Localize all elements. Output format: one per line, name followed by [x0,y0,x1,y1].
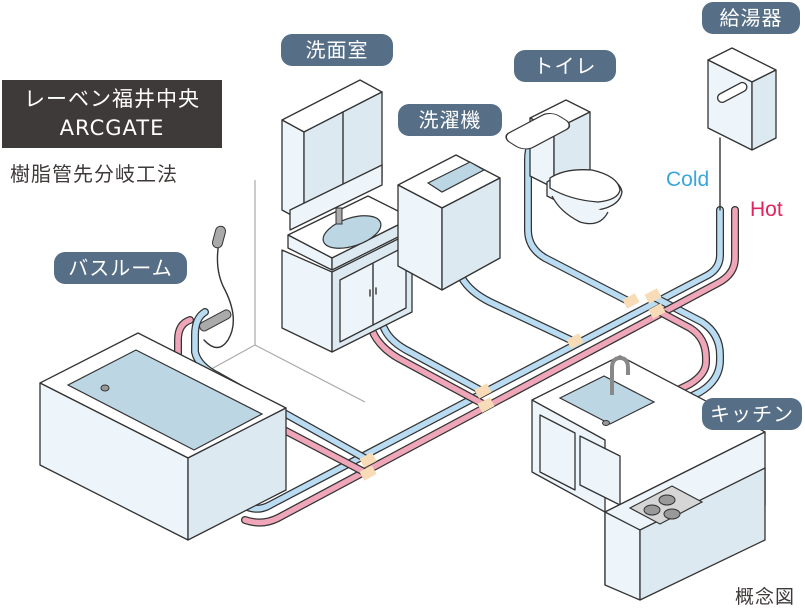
label-washroom: 洗面室 [281,34,393,66]
washing-machine [397,113,571,291]
kitchen-counter [531,355,766,601]
project-title-box: レーベン福井中央 ARCGATE [2,80,222,148]
hot-label: Hot [750,198,783,221]
label-water-heater: 給湯器 [702,2,800,34]
label-bathroom: バスルーム [54,252,187,284]
label-washing-machine: 洗濯機 [398,104,502,136]
label-kitchen: キッチン [702,398,802,430]
label-toilet: トイレ [514,50,616,82]
washroom-vanity [281,79,413,353]
pipe-fittings [359,288,666,481]
bathtub [39,225,287,541]
project-name-en: ARCGATE [59,116,165,140]
concept-caption: 概念図 [734,586,795,608]
cold-label: Cold [666,168,710,191]
project-name-jp: レーベン福井中央 [24,87,200,111]
hot-pipes [174,206,739,527]
water-heater [707,47,777,211]
method-subtitle: 樹脂管先分岐工法 [10,162,178,186]
